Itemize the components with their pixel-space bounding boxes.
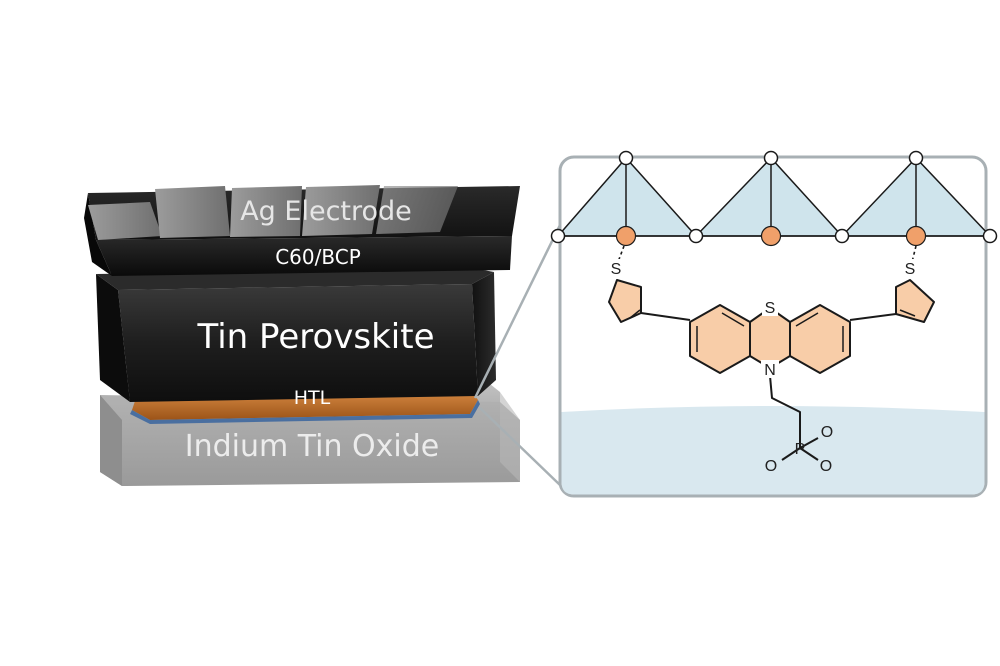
substrate-zone xyxy=(561,406,985,495)
atom-n: N xyxy=(764,362,776,379)
zoom-panel: S S S N P O O O xyxy=(550,150,998,498)
label-htl: HTL xyxy=(294,387,331,409)
label-tin-perovskite: Tin Perovskite xyxy=(197,317,435,357)
device-stack: Ag Electrode C60/BCP Tin Perovskite HTL … xyxy=(84,185,520,486)
central-ring xyxy=(749,307,791,369)
atom-s-left: S xyxy=(611,261,622,278)
electrode-strip xyxy=(376,186,458,234)
label-indium-tin-oxide: Indium Tin Oxide xyxy=(185,429,440,464)
atom-s-right: S xyxy=(905,261,916,278)
label-ag-electrode: Ag Electrode xyxy=(240,196,412,227)
electrode-strip xyxy=(88,202,162,240)
halide-node xyxy=(550,150,998,244)
electrode-strip xyxy=(155,186,230,238)
electrode-block xyxy=(84,185,520,276)
zoom-connector xyxy=(473,224,562,486)
atom-o-top: O xyxy=(821,424,833,441)
electrode-strip xyxy=(230,186,302,237)
atom-s-center: S xyxy=(765,300,776,317)
atom-labels: S S S N P O O O xyxy=(608,259,918,475)
atom-o-left: O xyxy=(765,458,777,475)
atom-p: P xyxy=(795,441,806,458)
label-c60-bcp: C60/BCP xyxy=(275,245,361,269)
atom-o-right: O xyxy=(820,458,832,475)
electrode-strip xyxy=(302,185,380,236)
tin-node xyxy=(615,225,927,247)
tetrahedron-chain xyxy=(550,150,998,247)
molecule xyxy=(608,279,935,461)
